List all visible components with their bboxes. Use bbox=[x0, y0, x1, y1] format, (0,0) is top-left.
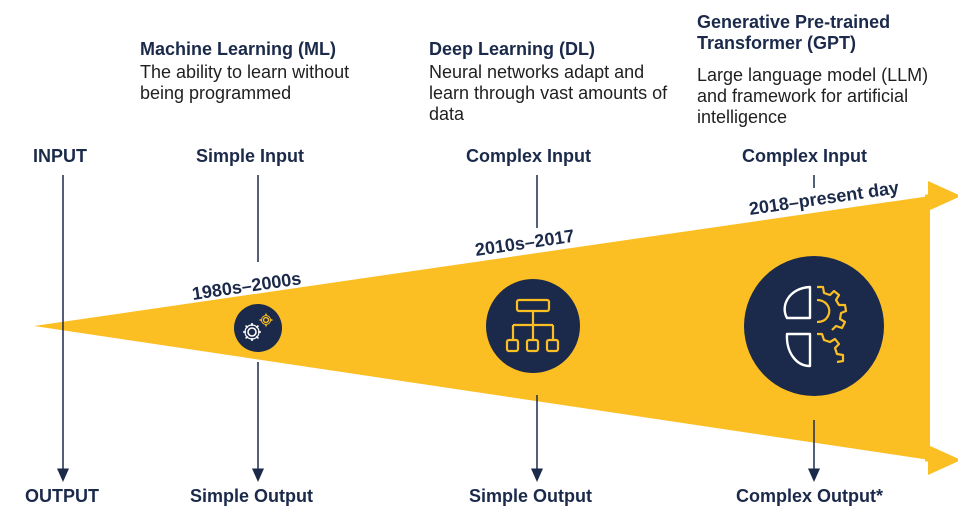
ml-output-label: Simple Output bbox=[190, 486, 313, 506]
gpt-description: Large language model (LLM) and framework… bbox=[697, 65, 929, 127]
dl-title: Deep Learning (DL) bbox=[429, 39, 596, 59]
dl-output-label: Simple Output bbox=[469, 486, 592, 506]
ai-head-gear-icon bbox=[744, 256, 884, 396]
dl-description: Neural networks adapt and learn through … bbox=[429, 62, 668, 124]
gpt-input-label: Complex Input bbox=[742, 146, 867, 166]
gears-icon bbox=[234, 304, 282, 352]
hierarchy-icon bbox=[486, 279, 580, 373]
gpt-title: Generative Pre-trained Transformer (GPT) bbox=[697, 12, 891, 53]
axis-output-label: OUTPUT bbox=[25, 486, 99, 506]
axis-input-label: INPUT bbox=[33, 146, 87, 166]
growth-wedge bbox=[34, 196, 930, 460]
gpt-output-label: Complex Output* bbox=[736, 486, 883, 506]
ml-description: The ability to learn without being progr… bbox=[140, 62, 350, 103]
ml-title: Machine Learning (ML) bbox=[140, 39, 337, 59]
ml-input-label: Simple Input bbox=[196, 146, 304, 166]
dl-input-label: Complex Input bbox=[466, 146, 591, 166]
